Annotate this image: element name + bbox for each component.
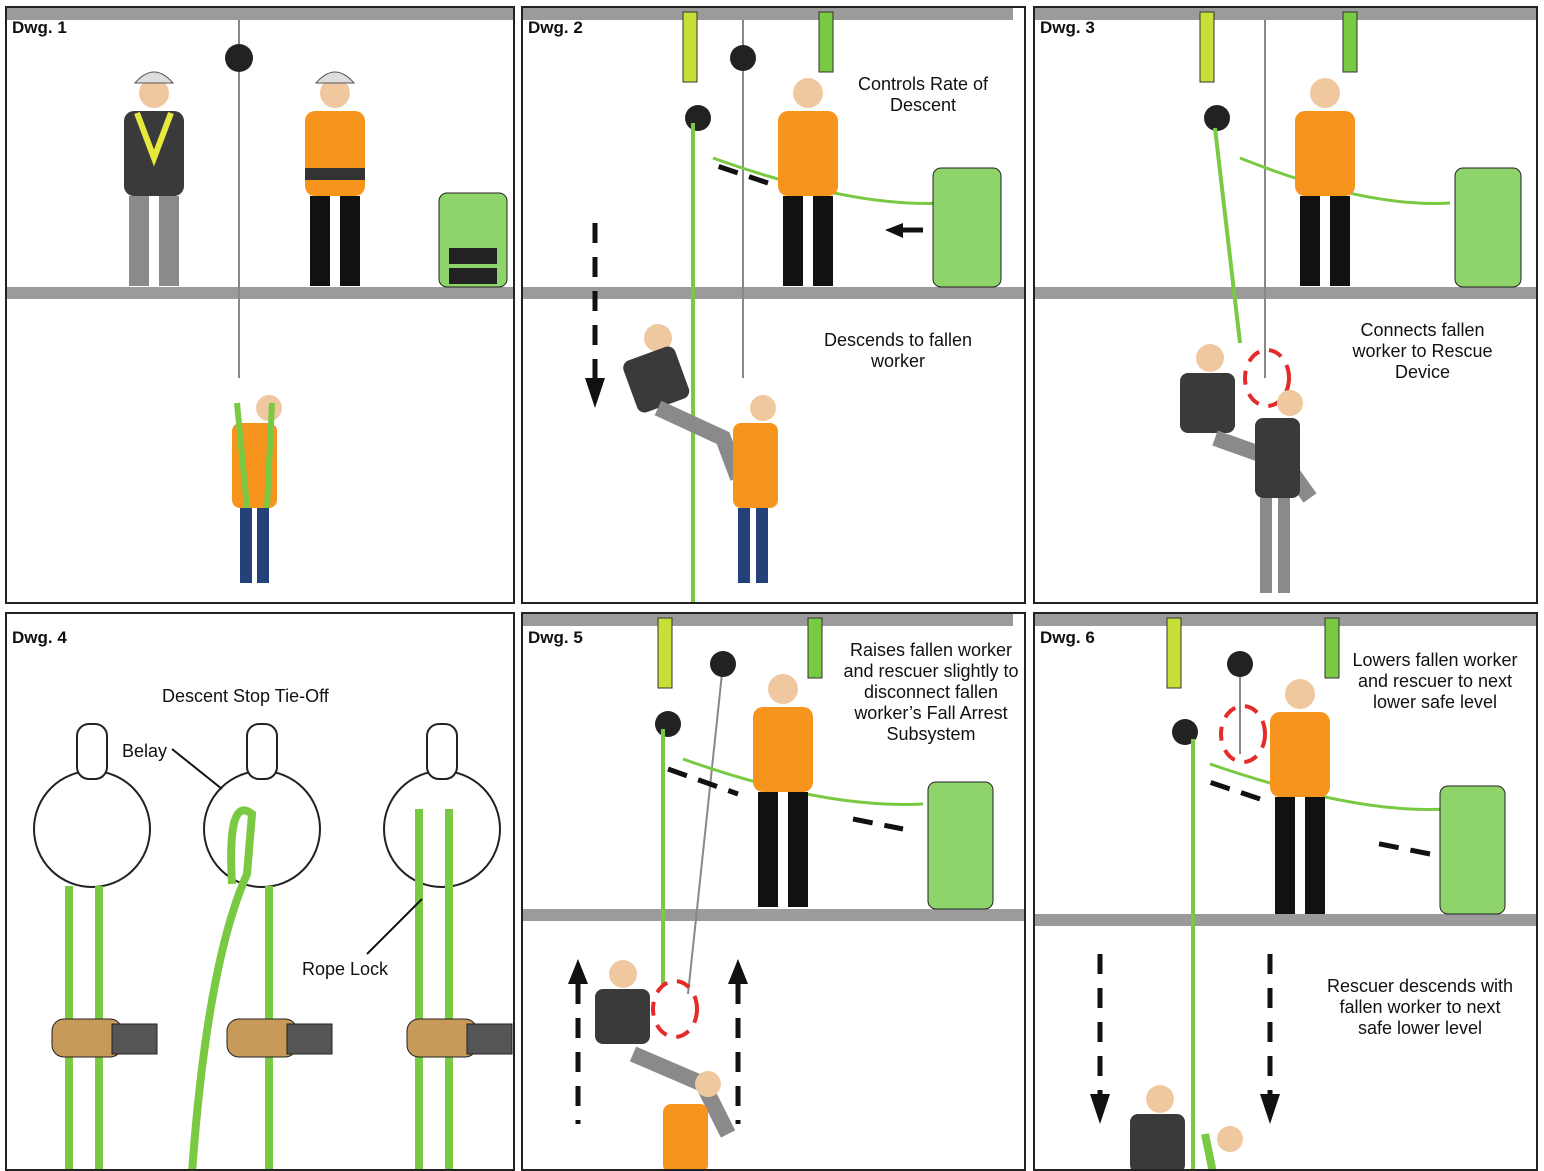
panel-label: Dwg. 4 <box>12 628 67 648</box>
dwg1-scene <box>7 8 513 602</box>
callout-belay: Belay <box>122 741 167 762</box>
fallen-worker-icon <box>232 395 282 583</box>
connection-highlight-icon <box>1221 706 1265 762</box>
panel-label: Dwg. 2 <box>528 18 583 38</box>
glove-icon <box>52 1019 512 1057</box>
panel-label: Dwg. 3 <box>1040 18 1095 38</box>
rescue-kit-bag-icon <box>1440 786 1505 914</box>
fallen-worker-icon <box>1205 1126 1243 1171</box>
rescue-kit-bag-icon <box>1455 168 1521 287</box>
dwg4-title: Descent Stop Tie-Off <box>162 686 329 707</box>
caption-rescuer-descends: Rescuer descends with fallen worker to n… <box>1320 976 1520 1039</box>
caption-raises: Raises fallen worker and rescuer slightl… <box>841 640 1021 745</box>
rescuer-standing-icon <box>305 72 365 286</box>
panel-dwg-4: Dwg. 4 Descent Stop Tie-Off Belay Rope L… <box>5 612 515 1171</box>
rescue-kit-bag-icon <box>933 168 1001 287</box>
worker-standing-icon <box>124 72 184 286</box>
fallen-worker-icon <box>733 395 778 583</box>
rescue-device-belay-icon <box>192 724 320 1171</box>
caption-lowers: Lowers fallen worker and rescuer to next… <box>1340 650 1530 713</box>
panel-dwg-5: Dwg. 5 Raises fallen worker and rescuer … <box>521 612 1026 1171</box>
rescuer-descending-icon <box>1130 1085 1185 1171</box>
callout-rope-lock: Rope Lock <box>302 959 388 980</box>
fallen-worker-icon <box>1255 390 1303 593</box>
rescue-kit-bag-icon <box>928 782 993 909</box>
caption-descends: Descends to fallen worker <box>823 330 973 372</box>
panel-label: Dwg. 1 <box>12 18 67 38</box>
panel-dwg-6: Dwg. 6 Lowers fallen worker and rescuer … <box>1033 612 1538 1171</box>
caption-connects: Connects fallen worker to Rescue Device <box>1335 320 1510 383</box>
panel-dwg-2: Dwg. 2 Controls Rate of Descent Descends… <box>521 6 1026 604</box>
rescue-device-rope-lock-icon <box>384 724 500 1171</box>
panel-dwg-1: Dwg. 1 <box>5 6 515 604</box>
dwg3-scene <box>1035 8 1536 602</box>
rescuer-standing-icon <box>778 78 838 286</box>
rescuer-standing-icon <box>1295 78 1355 286</box>
rescuer-standing-icon <box>753 674 813 907</box>
rescuer-descending-icon <box>621 324 738 478</box>
rescue-device-icon <box>34 724 150 1171</box>
panel-dwg-3: Dwg. 3 Connects fallen worker to Rescue … <box>1033 6 1538 604</box>
rescuer-standing-icon <box>1270 679 1330 914</box>
caption-controls-descent: Controls Rate of Descent <box>833 74 1013 116</box>
panel-label: Dwg. 6 <box>1040 628 1095 648</box>
connection-highlight-icon <box>653 981 697 1037</box>
rescue-kit-bag-icon <box>439 193 507 287</box>
panel-label: Dwg. 5 <box>528 628 583 648</box>
